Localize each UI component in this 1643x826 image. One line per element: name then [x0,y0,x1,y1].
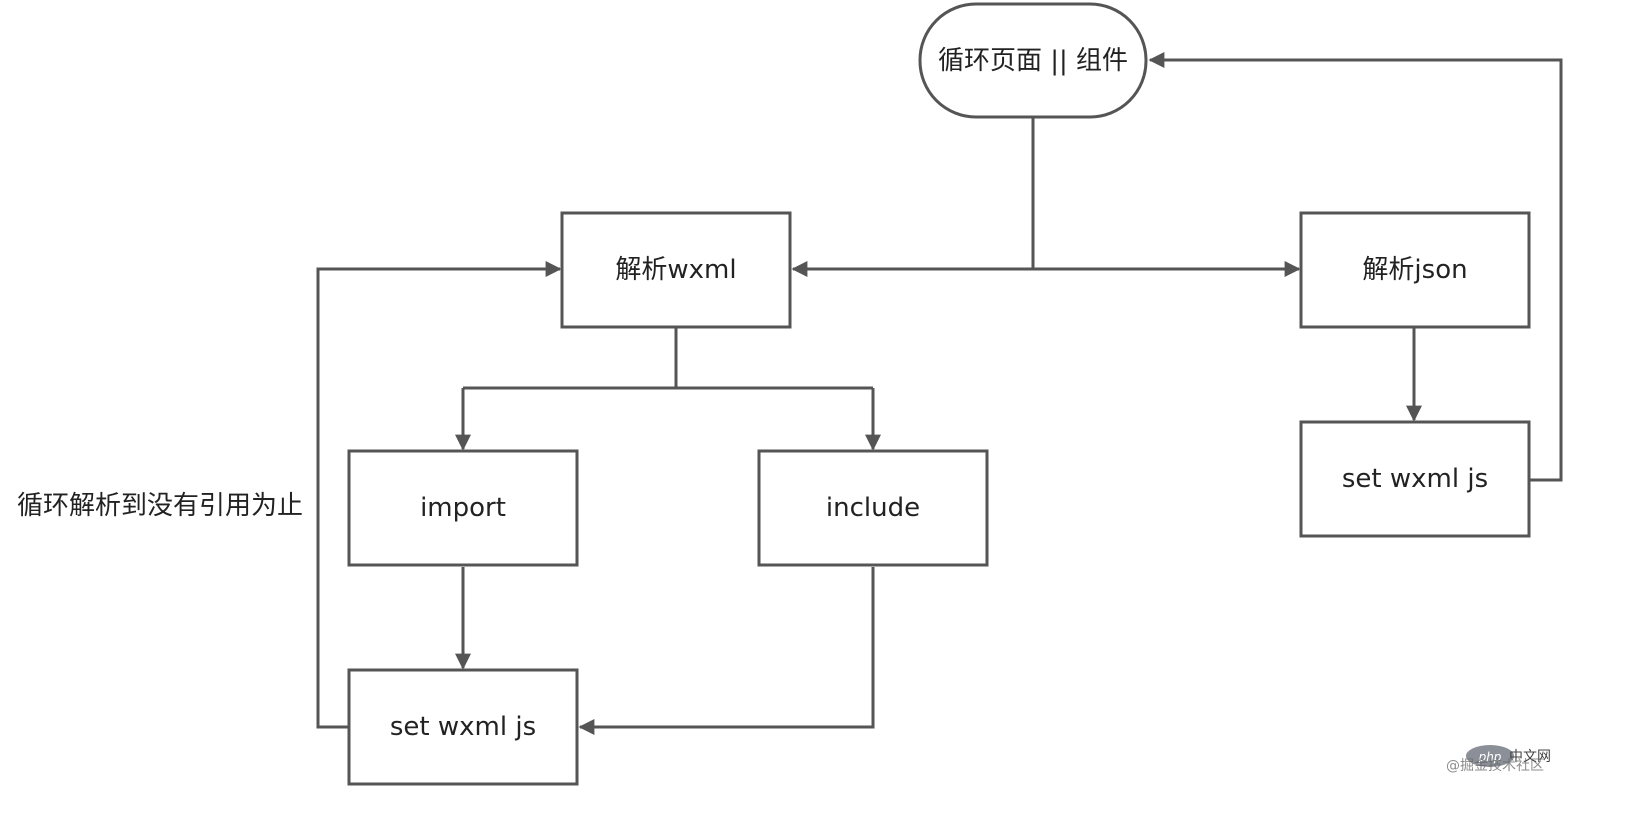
node-parse-json-label: 解析json [1362,255,1467,285]
watermark-text: 中文网 [1509,749,1551,765]
watermark-subtext: @掘金技术社区 [1446,758,1544,774]
node-import-label: import [420,493,506,523]
watermark-logo: php [1478,750,1502,764]
node-set-right-label: set wxml js [1342,464,1488,494]
node-set-wxml-js-left: set wxml js [347,668,579,786]
node-loop-pages: 循环页面 || 组件 [918,2,1148,119]
node-parse-wxml: 解析wxml [560,211,792,329]
edge-include-to-set [578,567,875,735]
node-import: import [347,449,579,567]
edge-set-right-back [1148,52,1563,482]
edge-loop-back [316,261,562,729]
watermark: php 中文网 @掘金技术社区 [1446,745,1551,774]
loop-annotation: 循环解析到没有引用为止 [17,491,303,521]
node-parse-wxml-label: 解析wxml [615,255,736,285]
node-include-label: include [826,493,920,523]
node-set-left-label: set wxml js [390,712,536,742]
node-loop-pages-label: 循环页面 || 组件 [938,46,1128,76]
watermark-logo-badge [1466,745,1514,767]
node-include: include [757,449,989,567]
node-set-wxml-js-right: set wxml js [1299,420,1531,538]
node-parse-json: 解析json [1299,211,1531,329]
